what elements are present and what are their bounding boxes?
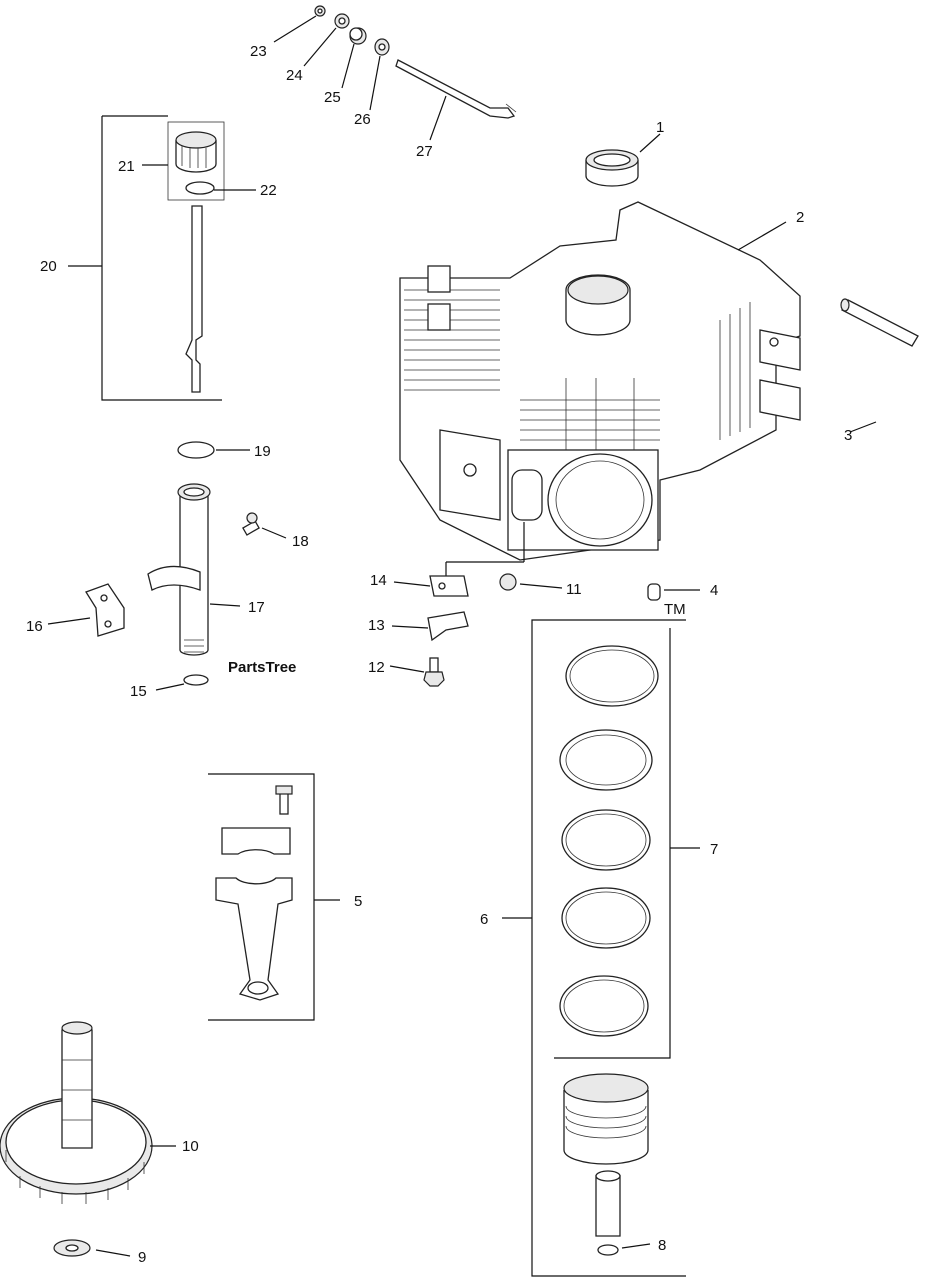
callout-2[interactable]: 2 (796, 209, 804, 226)
callout-5[interactable]: 5 (354, 893, 362, 910)
callout-23[interactable]: 23 (250, 43, 267, 60)
callout-27[interactable]: 27 (416, 143, 433, 160)
part-14-bracket[interactable] (429, 575, 469, 597)
callout-26[interactable]: 26 (354, 111, 371, 128)
part-11-plug[interactable] (499, 573, 517, 591)
callout-19[interactable]: 19 (254, 443, 271, 460)
callout-21[interactable]: 21 (118, 158, 135, 175)
callout-4[interactable]: 4 (710, 582, 718, 599)
part-4-dowel[interactable] (647, 583, 661, 601)
callout-11[interactable]: 11 (566, 581, 582, 598)
part-12-screw[interactable] (423, 657, 445, 687)
part-8-retaining-ring[interactable] (597, 1244, 619, 1256)
callout-17[interactable]: 17 (248, 599, 265, 616)
callout-15[interactable]: 15 (130, 683, 147, 700)
part-16-bracket[interactable] (85, 583, 125, 637)
callout-6[interactable]: 6 (480, 911, 488, 928)
part-3-dowel-pin[interactable] (840, 298, 919, 347)
part-20-dipstick-assembly[interactable] (101, 115, 225, 401)
part-27-breather-tube[interactable] (395, 59, 517, 119)
part-13-clip[interactable] (427, 611, 469, 642)
callout-22[interactable]: 22 (260, 182, 277, 199)
part-22-o-ring[interactable] (185, 181, 215, 195)
callout-16[interactable]: 16 (26, 618, 43, 635)
part-26-washer[interactable] (374, 38, 390, 56)
part-1-oil-seal[interactable] (585, 149, 639, 187)
part-6-piston[interactable] (563, 1073, 649, 1237)
part-19-o-ring[interactable] (177, 441, 215, 459)
callout-3[interactable]: 3 (844, 427, 852, 444)
callout-20[interactable]: 20 (40, 258, 57, 275)
callout-9[interactable]: 9 (138, 1249, 146, 1266)
part-24-washer[interactable] (334, 13, 350, 29)
callout-7[interactable]: 7 (710, 841, 718, 858)
part-23-washer[interactable] (314, 5, 326, 17)
part-9-washer[interactable] (53, 1239, 91, 1257)
callout-24[interactable]: 24 (286, 67, 303, 84)
part-21-dipstick-cap[interactable] (175, 131, 217, 173)
callout-13[interactable]: 13 (368, 617, 385, 634)
part-25-spacer[interactable] (349, 27, 367, 45)
callout-14[interactable]: 14 (370, 572, 387, 589)
callout-25[interactable]: 25 (324, 89, 341, 106)
watermark-trademark: TM (664, 601, 686, 618)
callout-12[interactable]: 12 (368, 659, 385, 676)
part-7-piston-ring-set[interactable] (559, 645, 659, 1037)
part-2-crankcase[interactable] (399, 201, 801, 561)
part-15-o-ring[interactable] (183, 674, 209, 686)
part-17-dipstick-tube[interactable] (147, 483, 211, 656)
part-10-camshaft[interactable] (0, 1021, 153, 1204)
callout-8[interactable]: 8 (658, 1237, 666, 1254)
callout-18[interactable]: 18 (292, 533, 309, 550)
part-18-screw[interactable] (242, 512, 260, 536)
watermark: PartsTree (228, 659, 296, 676)
callout-1[interactable]: 1 (656, 119, 664, 136)
part-5-connecting-rod[interactable] (215, 785, 293, 1001)
callout-10[interactable]: 10 (182, 1138, 199, 1155)
